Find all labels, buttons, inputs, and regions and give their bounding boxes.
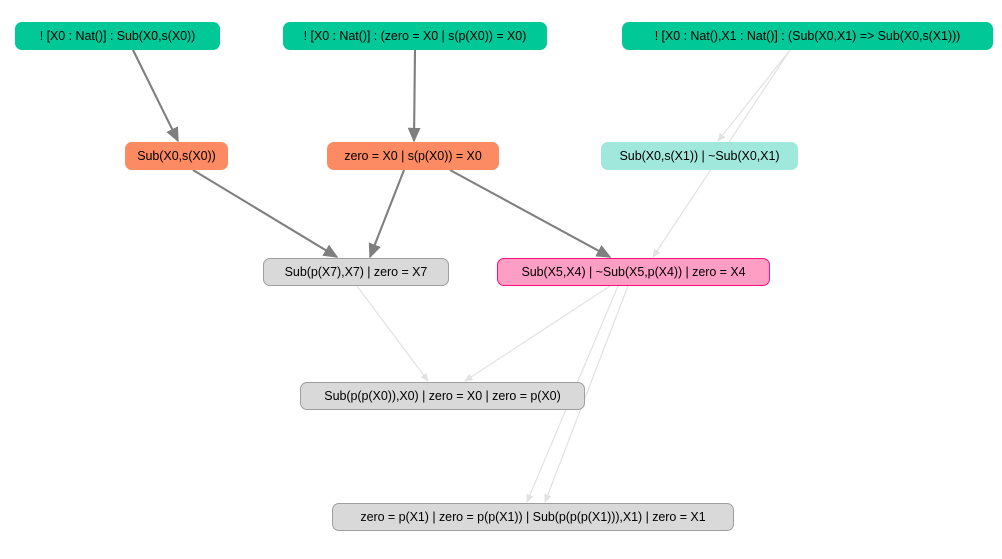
node-axiom-zero-or-succ-pred[interactable]: ! [X0 : Nat()] : (zero = X0 | s(p(X0)) =… (283, 22, 547, 50)
node-clause-sub-px7-x7[interactable]: Sub(p(X7),X7) | zero = X7 (263, 258, 449, 286)
node-derived-sub-x0-sx0[interactable]: Sub(X0,s(X0)) (125, 142, 228, 170)
node-axiom-sub-x0-sx0[interactable]: ! [X0 : Nat()] : Sub(X0,s(X0)) (15, 22, 220, 50)
edge-n4-n7 (192, 169, 339, 258)
node-clause-sub-x5-x4-goal[interactable]: Sub(X5,X4) | ~Sub(X5,p(X4)) | zero = X4 (497, 258, 770, 286)
edge-n5-n7 (368, 169, 405, 259)
node-axiom-sub-implication[interactable]: ! [X0 : Nat(),X1 : Nat()] : (Sub(X0,X1) … (622, 22, 993, 50)
edge-n5-n8 (449, 169, 612, 258)
edge-n2-n5 (407, 49, 421, 143)
node-clause-sub-ppx0-x0[interactable]: Sub(p(p(X0)),X0) | zero = X0 | zero = p(… (300, 382, 585, 410)
edge-n1-n4 (132, 49, 179, 143)
node-derived-zero-or-succ-pred[interactable]: zero = X0 | s(p(X0)) = X0 (327, 142, 499, 170)
node-clause-final[interactable]: zero = p(X1) | zero = p(p(X1)) | Sub(p(p… (332, 503, 734, 531)
edge-n7-n9 (356, 285, 429, 382)
node-clause-sub-or-not-sub[interactable]: Sub(X0,s(X1)) | ~Sub(X0,X1) (601, 142, 798, 170)
edge-n3-n6 (717, 49, 791, 142)
edge-n8-n9 (464, 285, 611, 382)
